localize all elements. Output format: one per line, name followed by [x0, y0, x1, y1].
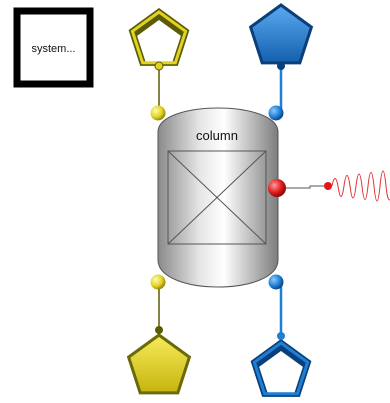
column-outlet-blue-port[interactable]: [268, 274, 284, 290]
column-vessel-icon: [157, 107, 279, 288]
column-label: column: [196, 128, 238, 143]
filled-pentagon-sink-icon: [126, 333, 192, 395]
filled-pentagon-source-icon: [248, 3, 314, 65]
yellow-source-port[interactable]: [154, 61, 164, 71]
heat-source-port[interactable]: [324, 182, 332, 190]
column-vessel[interactable]: column: [157, 107, 279, 288]
heat-port-icon[interactable]: [268, 179, 286, 197]
system-label: system...: [31, 43, 75, 55]
system-block-icon: [13, 7, 94, 88]
blue-sink[interactable]: [250, 339, 312, 397]
heat-connection-line: [285, 185, 326, 189]
sine-heat-source-icon[interactable]: [331, 170, 390, 202]
blue-sink-port[interactable]: [277, 332, 285, 340]
blue-source[interactable]: [248, 3, 314, 65]
blue-source-port[interactable]: [277, 62, 285, 70]
yellow-sink-port[interactable]: [155, 326, 163, 334]
column-inlet-blue-port[interactable]: [268, 105, 284, 121]
column-internals: [167, 150, 267, 245]
yellow-sink[interactable]: [126, 333, 192, 395]
yellow-source[interactable]: [128, 8, 190, 66]
system-block[interactable]: system...: [13, 7, 94, 88]
column-inlet-yellow-port[interactable]: [150, 105, 166, 121]
column-outlet-yellow-port[interactable]: [150, 274, 166, 290]
